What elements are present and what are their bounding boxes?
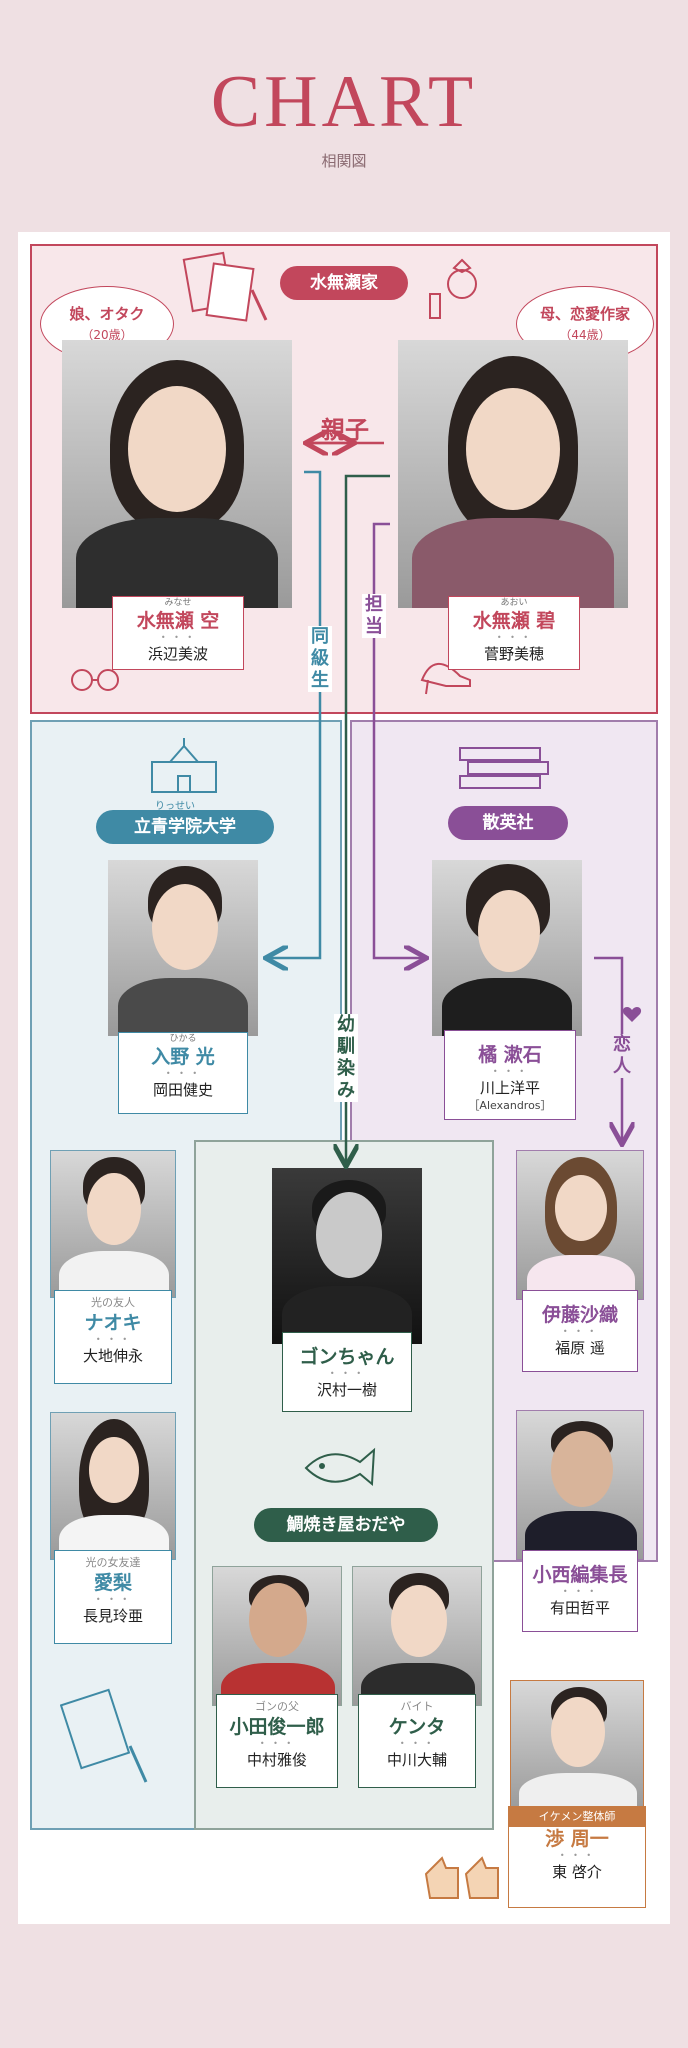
character-role: 光の友人: [91, 1296, 135, 1309]
name-card-hikaru: ひかる 入野 光 • • • 岡田健史: [118, 1032, 248, 1114]
dots-separator: • • •: [165, 1069, 201, 1078]
koibito-line: [594, 956, 622, 1142]
school-building-icon: [151, 738, 217, 793]
photo-souseki: [432, 860, 582, 1036]
character-name: ケンタ: [388, 1716, 446, 1738]
character-name: 渉 周一: [545, 1828, 609, 1850]
dots-separator: • • •: [492, 1067, 528, 1076]
relation-oyako: 親子: [321, 416, 369, 444]
actor-name: 菅野美穂: [483, 645, 544, 663]
name-card-kenta: バイト ケンタ • • • 中川大輔: [358, 1694, 476, 1788]
name-card-souseki: 橘 漱石 • • • 川上洋平 ［Alexandros］: [444, 1030, 576, 1120]
photo-saori: [516, 1150, 644, 1300]
ring-lipstick-icon: [429, 258, 477, 319]
character-name: 入野 光: [151, 1046, 215, 1068]
group-label-univ: 立青学院大学: [96, 810, 274, 844]
actor-name: 中村雅俊: [246, 1751, 307, 1769]
photo-shuichi: [510, 1680, 644, 1812]
character-role: 光の女友達: [85, 1556, 141, 1569]
character-name: 伊藤沙織: [541, 1304, 618, 1326]
dots-separator: • • •: [259, 1739, 295, 1748]
character-role: バイト: [400, 1700, 434, 1713]
relation-koibito: 恋人: [610, 1034, 634, 1078]
name-card-shunichiro: ゴンの父 小田俊一郎 • • • 中村雅俊: [216, 1694, 338, 1788]
name-card-shuichi: イケメン整体師 渉 周一 • • • 東 啓介: [508, 1806, 646, 1908]
actor-name: 岡田健史: [152, 1081, 213, 1099]
relation-tantou: 担当: [362, 594, 386, 638]
character-role: ゴンの父: [255, 1700, 299, 1713]
name-card-sora: みなせ 水無瀬 空 • • • 浜辺美波: [112, 596, 244, 670]
photo-shunichiro: [212, 1566, 342, 1706]
name-card-airi: 光の女友達 愛梨 • • • 長見玲亜: [54, 1550, 172, 1644]
name-ruby: ひかる: [169, 1034, 197, 1044]
character-name: 水無瀬 空: [136, 610, 220, 632]
actor-name: 長見玲亜: [82, 1607, 143, 1625]
manga-pages-icon: [182, 251, 268, 322]
dots-separator: • • •: [160, 633, 196, 642]
heart-icon: [622, 1007, 642, 1022]
dots-separator: • • •: [562, 1327, 598, 1336]
photo-kenta: [352, 1566, 482, 1706]
actor-name: 川上洋平: [479, 1079, 540, 1097]
dots-separator: • • •: [399, 1739, 435, 1748]
character-name: 水無瀬 碧: [472, 610, 556, 632]
character-name: 小西編集長: [532, 1564, 628, 1586]
page-title: CHART: [210, 61, 478, 143]
bubble-line1: 母、恋愛作家: [539, 305, 630, 323]
thumbs-up-icon: [424, 1856, 499, 1899]
glasses-icon: [71, 669, 119, 691]
dots-separator: • • •: [95, 1595, 131, 1604]
dots-separator: • • •: [559, 1851, 595, 1860]
character-role: イケメン整体師: [509, 1807, 645, 1827]
character-name: ゴンちゃん: [299, 1346, 395, 1368]
dots-separator: • • •: [329, 1369, 365, 1378]
actor-name: 沢村一樹: [316, 1381, 377, 1399]
notebook-pen-icon: [60, 1688, 148, 1783]
group-label-family: 水無瀬家: [280, 266, 408, 300]
doukyusei-line: [268, 470, 322, 958]
character-name: 小田俊一郎: [229, 1716, 325, 1738]
group-ruby-univ: りっせい: [155, 801, 195, 812]
tantou-line: [372, 522, 424, 958]
dots-separator: • • •: [95, 1335, 131, 1344]
actor-name: 中川大輔: [386, 1751, 447, 1769]
dots-separator: • • •: [562, 1587, 598, 1596]
osananajimi-line: [346, 474, 390, 1164]
actor-name: 浜辺美波: [147, 645, 208, 663]
photo-naoki: [50, 1150, 176, 1298]
actor-name: 有田哲平: [549, 1599, 610, 1617]
relation-doukyusei: 同級生: [308, 626, 332, 692]
name-card-konishi: 小西編集長 • • • 有田哲平: [522, 1550, 638, 1632]
actor-name: 大地伸永: [82, 1347, 143, 1365]
character-name: 橘 漱石: [478, 1044, 542, 1066]
actor-name: 福原 遥: [555, 1339, 605, 1357]
band-name: ［Alexandros］: [468, 1099, 552, 1112]
photo-sora: [62, 340, 292, 608]
name-card-naoki: 光の友人 ナオキ • • • 大地伸永: [54, 1290, 172, 1384]
dots-separator: • • •: [496, 633, 532, 642]
bubble-line2: （44歳）: [559, 328, 611, 342]
high-heel-icon: [420, 663, 471, 695]
name-ruby: あおい: [500, 598, 528, 608]
photo-hikaru: [108, 860, 258, 1036]
name-ruby: みなせ: [164, 598, 192, 608]
photo-airi: [50, 1412, 176, 1560]
taiyaki-icon: [304, 1447, 376, 1487]
book-stack-icon: [459, 747, 549, 789]
name-card-gon: ゴンちゃん • • • 沢村一樹: [282, 1332, 412, 1412]
character-name: 愛梨: [93, 1572, 132, 1594]
character-name: ナオキ: [84, 1312, 142, 1334]
page-subtitle: 相関図: [321, 152, 367, 170]
bubble-line1: 娘、オタク: [69, 305, 145, 323]
actor-name: 東 啓介: [552, 1863, 602, 1881]
photo-aoi: [398, 340, 628, 608]
name-card-saori: 伊藤沙織 • • • 福原 遥: [522, 1290, 638, 1372]
group-label-shop: 鯛焼き屋おだや: [254, 1508, 438, 1542]
name-card-aoi: あおい 水無瀬 碧 • • • 菅野美穂: [448, 596, 580, 670]
relation-osananajimi: 幼馴染み: [334, 1014, 358, 1102]
group-label-publisher: 散英社: [448, 806, 568, 840]
bubble-line2: （20歳）: [81, 328, 133, 342]
